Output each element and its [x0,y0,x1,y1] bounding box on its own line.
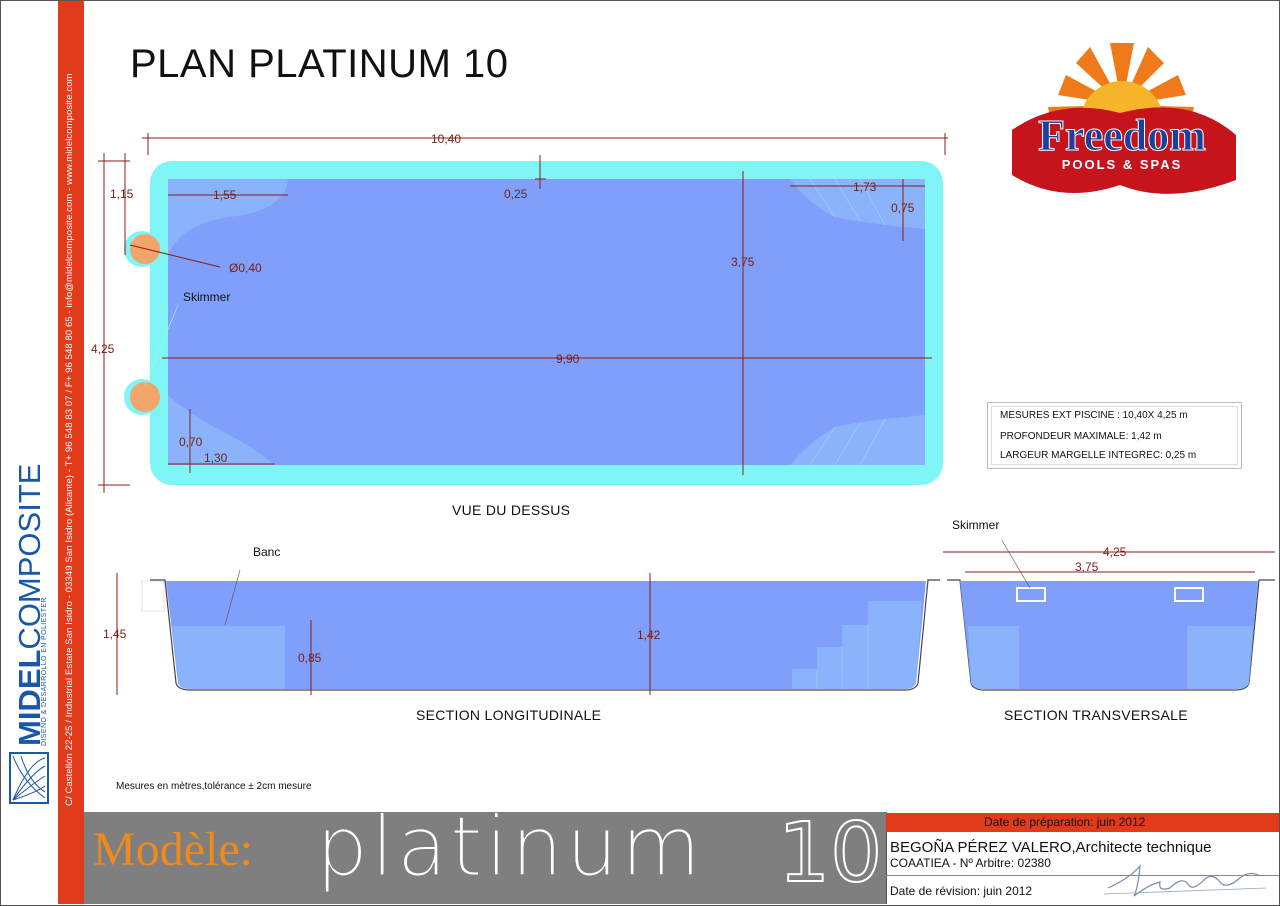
midel-logo-icon [9,752,49,804]
dim-bench-length: 1,55 [213,188,237,202]
brand-column [1,1,58,812]
transversal-section-drawing [943,540,1275,691]
info-depth: PROFONDEUR MAXIMALE: 1,42 m [1000,431,1162,442]
dim-total-length: 10,40 [431,132,462,146]
dim-section-height: 1,45 [103,627,127,641]
author-registration: COAATIEA - Nº Arbitre: 02380 [890,856,1051,870]
tolerance-note: Mesures en mètres,tolérance ± 2cm mesure [116,781,312,792]
model-number: 10 [777,805,883,902]
banc-label: Banc [253,545,281,559]
midel-tagline: DISEÑO & DESARROLLO EN POLIESTER [41,597,48,746]
svg-text:POOLS & SPAS: POOLS & SPAS [1062,157,1183,172]
longitudinal-section-drawing [116,569,940,695]
signature [1103,864,1267,897]
model-name: platinum [316,800,704,896]
trans-section-caption: SECTION TRANSVERSALE [1004,707,1188,723]
page-title: PLAN PLATINUM 10 [130,42,509,86]
prep-date: Date de préparation: juin 2012 [984,815,1146,829]
red-contact-strip [58,1,84,904]
dim-stair-length: 1,73 [853,180,877,194]
pool-inner-basin [168,179,925,465]
pool-info-box: MESURES EXT PISCINE : 10,40X 4,25 m PROF… [987,402,1242,469]
freedom-logo: Freedom POOLS & SPAS [1012,43,1236,194]
author-name: BEGOÑA PÉREZ VALERO,Architecte technique [890,839,1212,856]
skimmer-left [1016,587,1046,602]
contact-info: C/ Castellón 22-25 / Industrial Estate S… [64,73,75,806]
top-view-caption: VUE DU DESSUS [452,502,571,518]
dim-trans-inner: 3,75 [1075,560,1099,574]
skimmer-right [1174,587,1204,602]
model-prefix: Modèle: [93,823,253,876]
dim-inner-length: 9,90 [556,352,580,366]
dim-skimmer-diameter: Ø0,40 [229,261,262,275]
dim-margin: 0,25 [504,187,528,201]
dim-corner-length: 1,30 [204,451,228,465]
info-measures: MESURES EXT PISCINE : 10,40X 4,25 m [1000,410,1188,421]
title-block-header [886,813,1279,832]
dim-stair-depth: 0,75 [891,201,915,215]
top-view-drawing [98,133,948,493]
dim-max-depth: 1,42 [637,628,661,642]
skimmer-bottom [130,382,160,412]
dim-trans-total: 4,25 [1103,545,1127,559]
model-band [84,812,886,904]
title-block [886,812,1280,904]
svg-text:Freedom: Freedom [1038,111,1206,160]
info-margin: LARGEUR MARGELLE INTEGREC: 0,25 m [1000,450,1197,461]
dim-inner-width: 3,75 [731,255,755,269]
dim-bench-depth: 0,85 [298,651,322,665]
long-section-caption: SECTION LONGITUDINALE [416,707,602,723]
revision-date: Date de révision: juin 2012 [890,884,1033,898]
skimmer-label: Skimmer [183,290,231,304]
trans-skimmer-label: Skimmer [952,518,1000,532]
dim-total-width: 4,25 [91,342,115,356]
dim-skimmer-offset: 1,15 [110,187,134,201]
dim-corner-width: 0,70 [179,435,203,449]
